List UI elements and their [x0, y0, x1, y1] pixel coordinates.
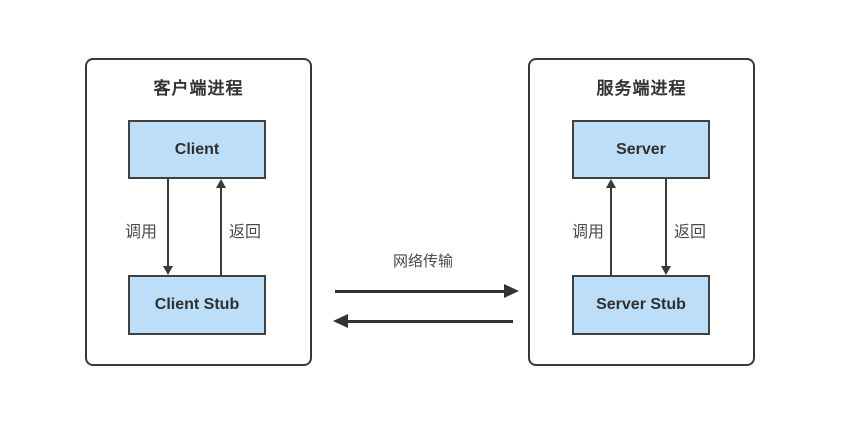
client-process-container: 客户端进程 Client 调用 返回 Client Stub: [85, 58, 312, 366]
network-transfer-label: 网络传输: [392, 253, 453, 270]
client-call-arrow-line: [167, 179, 169, 267]
server-return-arrowhead-icon: [661, 266, 671, 275]
client-process-title: 客户端进程: [153, 79, 244, 98]
server-return-arrow-line: [665, 179, 667, 267]
server-call-label: 调用: [572, 224, 605, 241]
network-arrow-right-head-icon: [504, 284, 519, 298]
server-process-title: 服务端进程: [596, 79, 687, 98]
client-stub-box: Client Stub: [128, 275, 266, 335]
server-box-label: Server: [616, 140, 666, 158]
client-return-arrowhead-icon: [216, 179, 226, 188]
server-call-arrow-line: [610, 187, 612, 275]
server-return-label: 返回: [674, 224, 707, 241]
client-call-arrowhead-icon: [163, 266, 173, 275]
network-arrow-left-line: [347, 320, 513, 323]
network-arrow-left-head-icon: [333, 314, 348, 328]
network-arrow-right-line: [335, 290, 507, 293]
client-return-arrow-line: [220, 187, 222, 275]
client-return-label: 返回: [229, 224, 262, 241]
client-box: Client: [128, 120, 266, 179]
server-call-arrowhead-icon: [606, 179, 616, 188]
server-stub-box-label: Server Stub: [596, 296, 686, 313]
client-box-label: Client: [174, 140, 220, 158]
client-call-label: 调用: [125, 224, 158, 241]
server-box: Server: [572, 120, 710, 179]
server-process-container: 服务端进程 Server 调用 返回 Server Stub: [528, 58, 755, 366]
server-stub-box: Server Stub: [572, 275, 710, 335]
client-stub-box-label: Client Stub: [154, 296, 240, 313]
